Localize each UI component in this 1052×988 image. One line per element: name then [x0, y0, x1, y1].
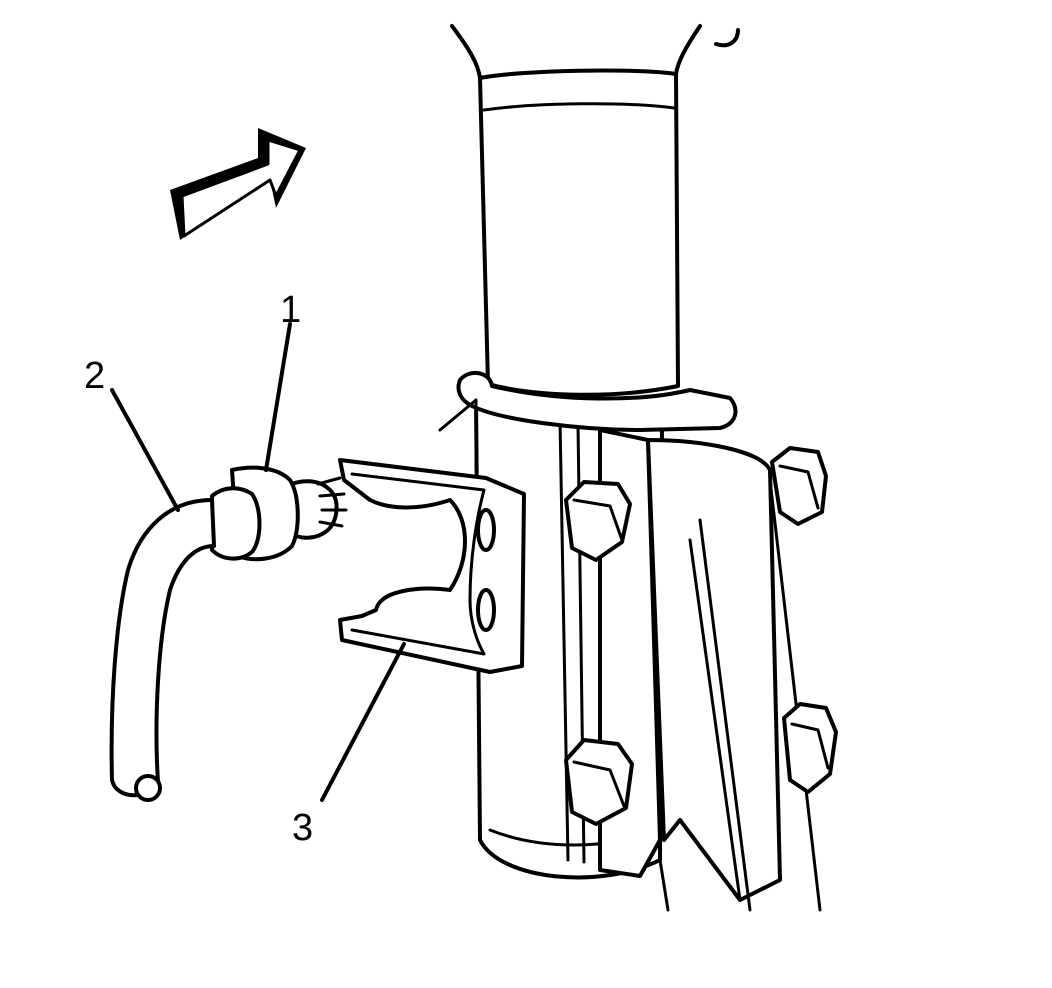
- callout-2: 2: [84, 355, 105, 397]
- callout-3: 3: [292, 807, 313, 849]
- leader-line-2: [110, 388, 180, 512]
- leader-line-1: [264, 322, 292, 472]
- leader-line-3: [320, 642, 406, 802]
- callout-1: 1: [280, 289, 301, 331]
- front-direction-arrow-icon: [170, 128, 306, 240]
- brake-hose-fitting: [210, 465, 348, 562]
- brake-hose-bracket: [338, 398, 526, 674]
- strut-upper-cylinder: [450, 24, 740, 397]
- bolt-upper-right: [770, 446, 828, 526]
- brake-hose: [109, 498, 216, 802]
- strut-collar-flange: [456, 370, 738, 432]
- bolt-upper-left: [564, 480, 632, 562]
- bolt-lower-left: [564, 738, 634, 826]
- leader-lines: [110, 322, 406, 802]
- bolt-lower-right: [782, 702, 838, 794]
